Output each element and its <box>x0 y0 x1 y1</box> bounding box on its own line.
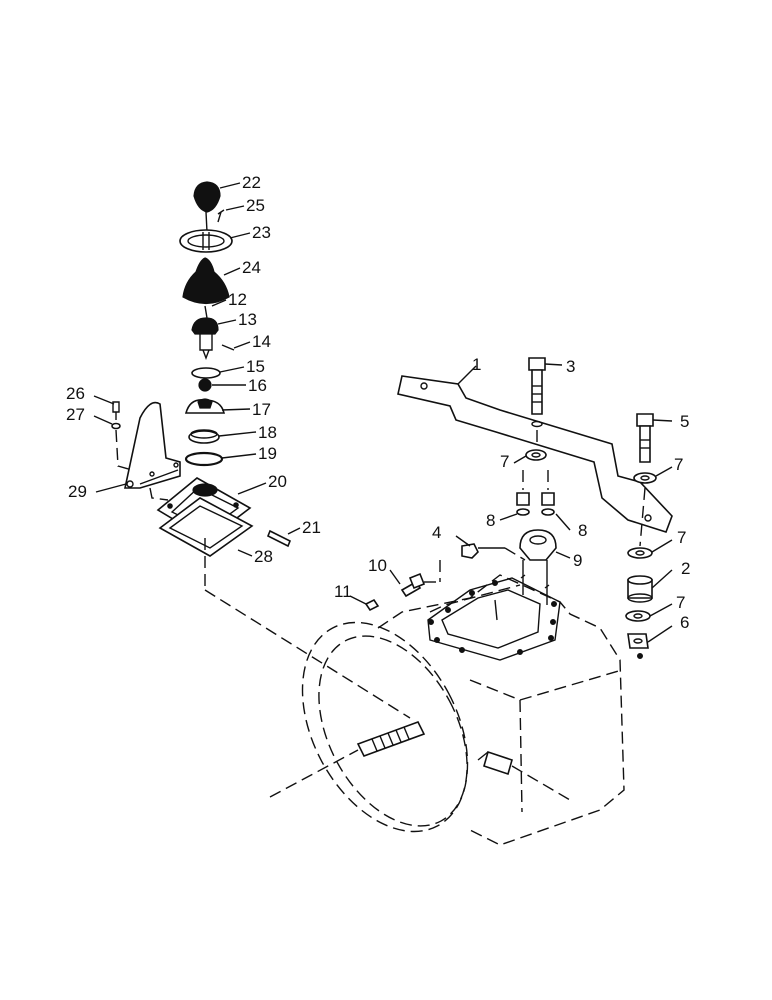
callout-8-a: 8 <box>486 511 495 530</box>
callout-11: 11 <box>334 582 352 601</box>
callout-14: 14 <box>252 332 271 351</box>
callout-8-b: 8 <box>578 521 587 540</box>
callout-7-d: 7 <box>676 593 685 612</box>
callout-1: 1 <box>472 355 481 374</box>
callout-16: 16 <box>248 376 267 395</box>
callout-3: 3 <box>566 357 575 376</box>
callout-29: 29 <box>68 482 87 501</box>
callout-13: 13 <box>238 310 257 329</box>
shift-lever-assembly <box>111 181 411 719</box>
mount-hardware <box>364 357 673 649</box>
callout-24: 24 <box>242 258 261 277</box>
callout-2: 2 <box>681 559 690 578</box>
callout-20: 20 <box>268 472 287 491</box>
callout-21: 21 <box>302 518 321 537</box>
callout-12: 12 <box>228 290 247 309</box>
transmission-housing <box>269 574 643 846</box>
callout-26: 26 <box>66 384 85 403</box>
callout-15: 15 <box>246 357 265 376</box>
callout-labels: 1 2 3 4 5 6 7 7 7 7 8 8 9 10 11 12 13 14… <box>66 173 690 632</box>
callout-18: 18 <box>258 423 277 442</box>
callout-7-c: 7 <box>677 528 686 547</box>
leader-lines <box>93 182 673 643</box>
callout-6: 6 <box>680 613 689 632</box>
callout-7-a: 7 <box>500 452 509 471</box>
callout-25: 25 <box>246 196 265 215</box>
callout-17: 17 <box>252 400 271 419</box>
callout-9: 9 <box>573 551 582 570</box>
callout-19: 19 <box>258 444 277 463</box>
callout-22: 22 <box>242 173 261 192</box>
callout-23: 23 <box>252 223 271 242</box>
callout-27: 27 <box>66 405 85 424</box>
callout-4: 4 <box>432 523 441 542</box>
callout-7-b: 7 <box>674 455 683 474</box>
callout-28: 28 <box>254 547 273 566</box>
callout-5: 5 <box>680 412 689 431</box>
callout-10: 10 <box>368 556 387 575</box>
